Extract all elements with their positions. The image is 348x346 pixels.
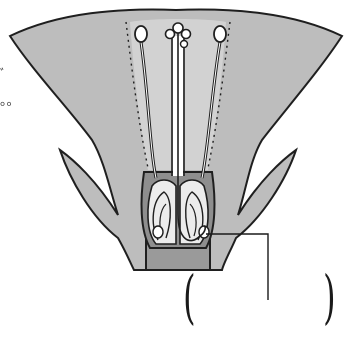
stigma-right xyxy=(182,30,191,39)
anther-left xyxy=(135,26,147,42)
anther-right xyxy=(214,26,226,42)
ovule-left xyxy=(153,226,163,238)
edge-text-fragment-2: 。。 xyxy=(0,90,20,109)
pollen-grain xyxy=(181,41,188,48)
answer-blank-open-paren: ( xyxy=(183,268,195,326)
stigma-left xyxy=(166,30,175,39)
edge-text-fragment-1: ﾞ xyxy=(0,64,7,83)
answer-blank-close-paren: ) xyxy=(323,268,335,326)
